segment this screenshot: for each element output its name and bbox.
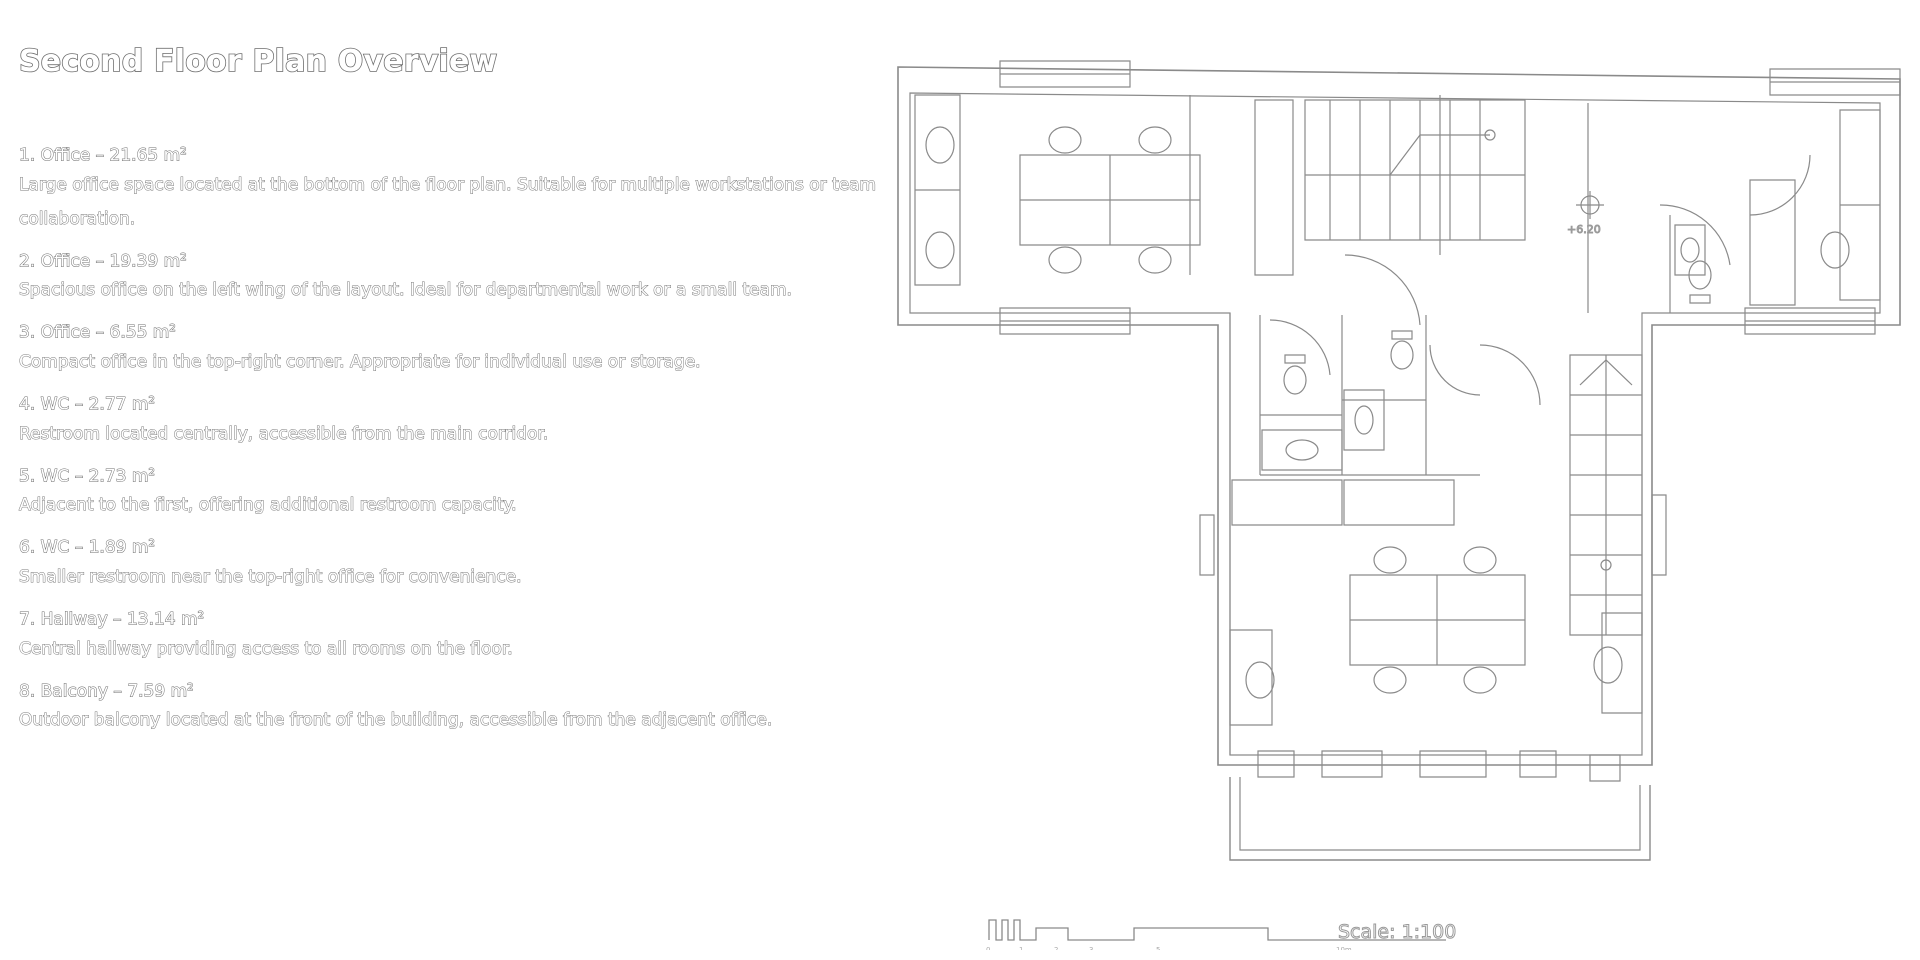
room-description: Smaller restroom near the top-right offi… — [19, 566, 523, 587]
room-description: Spacious office on the left wing of the … — [19, 280, 793, 301]
staircase-right — [1570, 355, 1642, 635]
scale-tick-label: 5 — [1156, 946, 1160, 950]
room-heading: 4. WC – 2.77 m2 — [18, 394, 155, 415]
scale-tick-label: 1 — [1019, 946, 1023, 950]
room-description: Adjacent to the first, offering addition… — [19, 495, 518, 516]
room-heading: 6. WC – 1.89 m2 — [18, 537, 155, 558]
floor-plan: +6.20 — [890, 55, 1910, 950]
interior-walls — [1190, 95, 1670, 755]
room-item: 4. WC – 2.77 m2 Restroom located central… — [18, 389, 899, 451]
room-heading: 8. Balcony – 7.59 m2 — [18, 681, 194, 702]
room-list: 1. Office – 21.65 m2 Large office space … — [18, 140, 899, 747]
balcony — [1230, 777, 1650, 860]
room-item: 1. Office – 21.65 m2 Large office space … — [18, 140, 899, 236]
toilet-icon — [1284, 261, 1711, 394]
room-item: 7. Hallway – 13.14 m2 Central hallway pr… — [19, 604, 899, 666]
scale-label: Scale: 1:100 — [1338, 921, 1456, 943]
staircase-upper — [1305, 100, 1525, 240]
scale-bar: 0 1 2 3 5 10m Scale: 1:100 — [986, 920, 1457, 950]
room-description: Central hallway providing access to all … — [19, 638, 514, 659]
room-description: Outdoor balcony located at the front of … — [19, 710, 773, 731]
level-marker: +6.20 — [1567, 191, 1604, 237]
room-description: Compact office in the top-right corner. … — [19, 351, 702, 372]
room-heading: 1. Office – 21.65 m2 — [18, 145, 187, 166]
scale-tick-label: 2 — [1054, 946, 1058, 950]
room-heading: 3. Office – 6.55 m2 — [18, 322, 176, 343]
windows — [1000, 61, 1900, 781]
office-1-furniture — [1230, 575, 1642, 725]
room-heading: 2. Office – 19.39 m2 — [18, 251, 187, 272]
room-item: 6. WC – 1.89 m2 Smaller restroom near th… — [18, 532, 899, 594]
room-description: Restroom located centrally, accessible f… — [19, 423, 549, 444]
scale-tick-label: 10m — [1336, 946, 1352, 950]
office-2-furniture — [915, 95, 1200, 285]
sink-icon — [1262, 225, 1705, 470]
scale-tick-label: 0 — [986, 946, 990, 950]
page-title: Second Floor Plan Overview — [18, 43, 498, 80]
room-item: 2. Office – 19.39 m2 Spacious office on … — [18, 246, 899, 308]
level-mark-label: +6.20 — [1567, 223, 1601, 236]
chair-icon — [926, 127, 1849, 273]
room-heading: 7. Hallway – 13.14 m2 — [19, 609, 205, 630]
exterior-walls — [898, 67, 1900, 765]
scale-tick-label: 3 — [1089, 946, 1093, 950]
room-item: 5. WC – 2.73 m2 Adjacent to the first, o… — [18, 461, 899, 523]
room-item: 3. Office – 6.55 m2 Compact office in th… — [18, 317, 899, 379]
door-swings — [1270, 155, 1810, 405]
room-heading: 5. WC – 2.73 m2 — [18, 466, 155, 487]
office-3-furniture — [1750, 110, 1880, 305]
room-description: Large office space located at the bottom… — [19, 174, 877, 229]
room-item: 8. Balcony – 7.59 m2 Outdoor balcony loc… — [18, 676, 899, 738]
chair-icon — [1246, 547, 1622, 698]
bench — [1232, 100, 1454, 525]
